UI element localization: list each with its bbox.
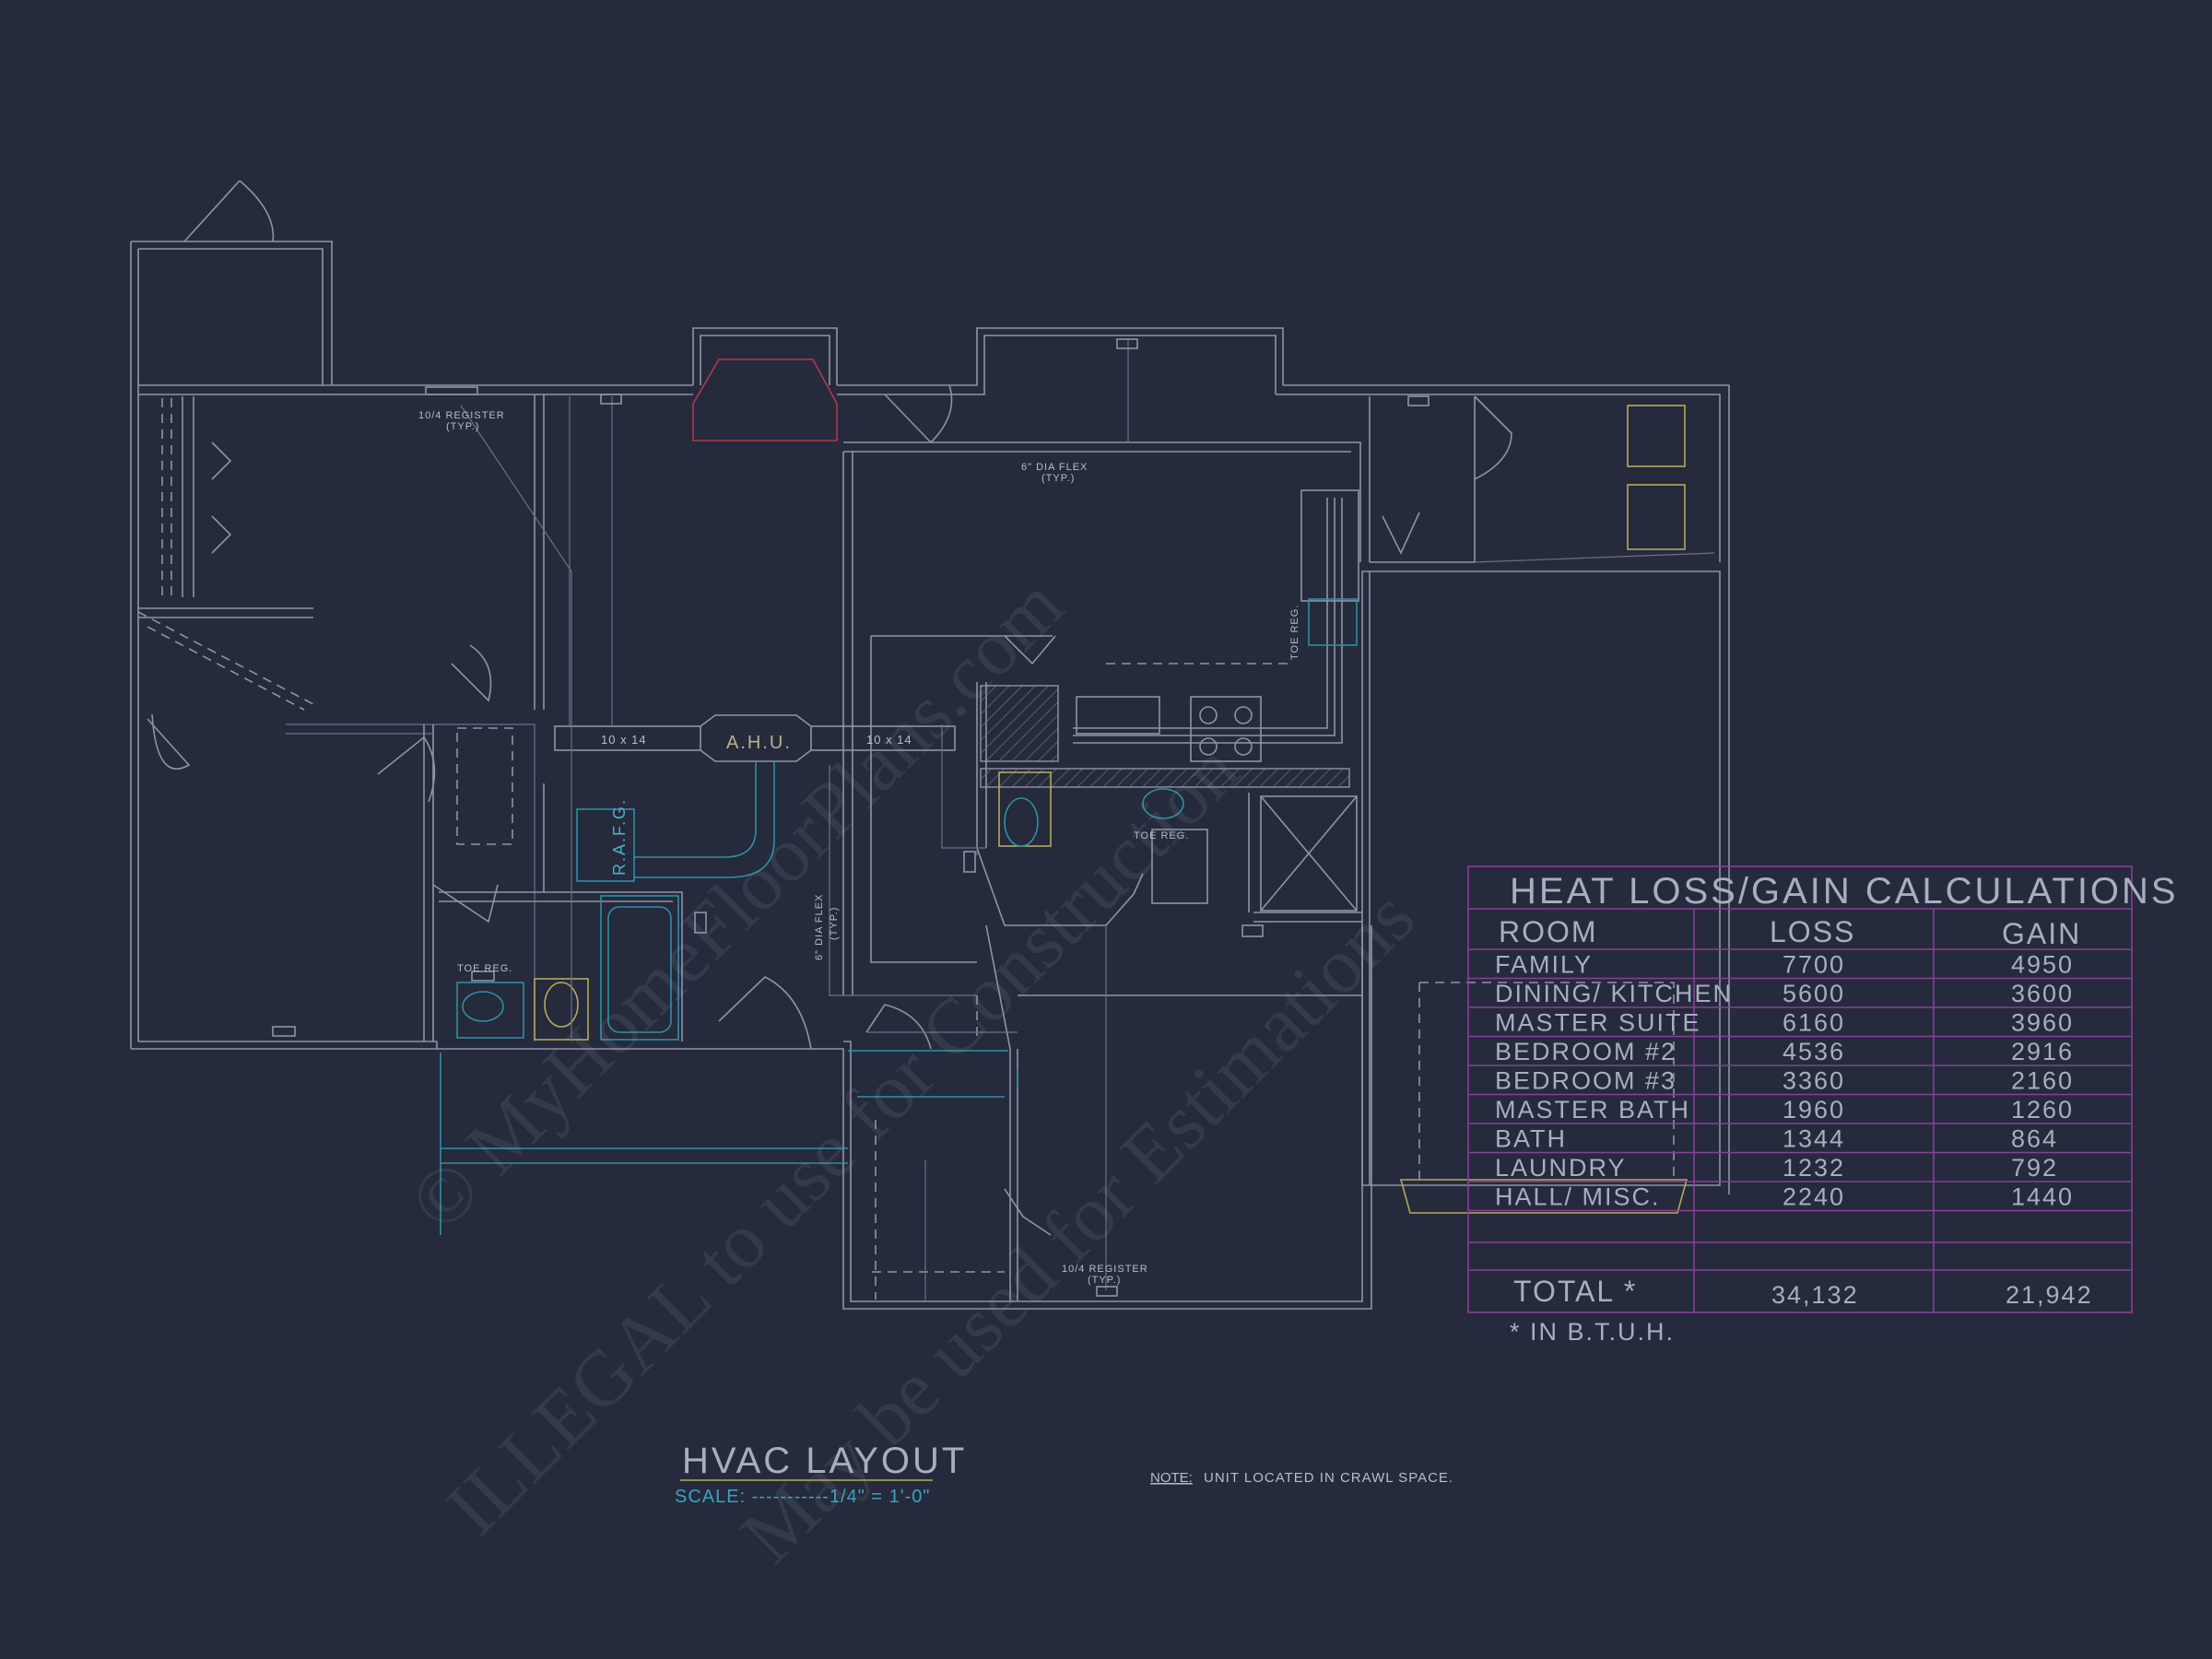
row-room: LAUNDRY xyxy=(1495,1154,1627,1182)
heat-loss-gain-table: HEAT LOSS/GAIN CALCULATIONS ROOM LOSS GA… xyxy=(1467,865,2179,1346)
row-gain: 2160 xyxy=(2011,1067,2074,1095)
kitchen-cabinets xyxy=(980,489,1359,788)
plan-annotations: 10/4 REGISTER (TYP.) 6" DIA FLEX (TYP.) … xyxy=(418,410,1300,1286)
drawing-title-block: HVAC LAYOUT SCALE: -----------1/4" = 1'-… xyxy=(675,1441,1453,1507)
hvac-ducts xyxy=(272,338,1430,1301)
row-loss: 1344 xyxy=(1783,1125,1845,1153)
row-loss: 6160 xyxy=(1783,1009,1845,1037)
row-gain: 3960 xyxy=(2011,1009,2074,1037)
total-gain: 21,942 xyxy=(2006,1281,2093,1309)
supply-duct-left xyxy=(554,725,701,751)
row-room: BATH xyxy=(1495,1125,1567,1153)
row-room: BEDROOM #3 xyxy=(1495,1067,1677,1095)
row-room: HALL/ MISC. xyxy=(1495,1183,1661,1211)
doors xyxy=(147,180,1512,1236)
row-room: MASTER BATH xyxy=(1495,1096,1690,1124)
row-room: BEDROOM #2 xyxy=(1495,1038,1677,1065)
flex-label-vertical-typ: (TYP.) xyxy=(829,907,840,940)
porch-outline xyxy=(1399,1179,1688,1214)
row-gain: 1260 xyxy=(2011,1096,2074,1124)
table-title: HEAT LOSS/GAIN CALCULATIONS xyxy=(1510,871,2179,912)
row-loss: 5600 xyxy=(1783,980,1845,1007)
toe-reg-kitchen: TOE REG. xyxy=(1289,605,1300,660)
register-label-bottom: 10/4 REGISTER xyxy=(1062,1264,1148,1275)
register-label-bottom-typ: (TYP.) xyxy=(1088,1275,1121,1286)
table-footnote: * IN B.T.U.H. xyxy=(1510,1318,1675,1346)
row-room: FAMILY xyxy=(1495,951,1593,979)
watermark-line1: © MyHomeFloorPlans.com xyxy=(393,560,1080,1248)
row-gain: 864 xyxy=(2011,1125,2058,1153)
row-loss: 1960 xyxy=(1783,1096,1845,1124)
row-room: MASTER SUITE xyxy=(1495,1009,1701,1037)
watermark: © MyHomeFloorPlans.com ILLEGAL to use fo… xyxy=(393,560,1431,1580)
duct-size-right: 10 x 14 xyxy=(866,733,912,747)
note-text: UNIT LOCATED IN CRAWL SPACE. xyxy=(1204,1470,1453,1486)
fireplace xyxy=(692,359,838,441)
dashed-overhead-lines xyxy=(137,398,1675,1300)
scale-label: SCALE: -----------1/4" = 1'-0" xyxy=(675,1487,930,1507)
duct-size-left: 10 x 14 xyxy=(601,733,647,747)
ahu-label: A.H.U. xyxy=(726,733,792,753)
row-room: DINING/ KITCHEN xyxy=(1495,980,1733,1007)
row-loss: 3360 xyxy=(1783,1067,1845,1095)
row-gain: 1440 xyxy=(2011,1183,2074,1211)
register-label-top: 10/4 REGISTER xyxy=(418,410,505,421)
exterior-walls xyxy=(130,241,1730,1310)
total-loss: 34,132 xyxy=(1771,1281,1859,1309)
toe-reg-bath: TOE REG. xyxy=(1134,830,1189,841)
crawl-space-lines xyxy=(440,1050,1018,1235)
row-loss: 7700 xyxy=(1783,951,1845,979)
register-label-top-typ: (TYP.) xyxy=(446,421,479,432)
drawing-title: HVAC LAYOUT xyxy=(682,1441,967,1481)
row-loss: 2240 xyxy=(1783,1183,1845,1211)
total-label: TOTAL * xyxy=(1513,1275,1637,1308)
header-loss: LOSS xyxy=(1770,915,1855,948)
note-label: NOTE: xyxy=(1150,1470,1193,1486)
row-gain: 4950 xyxy=(2011,951,2074,979)
row-loss: 1232 xyxy=(1783,1154,1845,1182)
flex-label-vertical: 6" DIA FLEX xyxy=(814,894,825,960)
supply-duct-right xyxy=(810,725,956,751)
row-gain: 3600 xyxy=(2011,980,2074,1007)
flex-label-top-typ: (TYP.) xyxy=(1041,473,1075,484)
bath-fixtures xyxy=(456,405,1686,1041)
rafg-label: R.A.F.G. xyxy=(610,798,629,876)
flex-label-top: 6" DIA FLEX xyxy=(1021,462,1088,473)
return-duct xyxy=(634,761,775,878)
toe-reg-left: TOE REG. xyxy=(457,963,512,974)
header-room: ROOM xyxy=(1499,915,1598,948)
row-gain: 2916 xyxy=(2011,1038,2074,1065)
row-gain: 792 xyxy=(2011,1154,2058,1182)
header-gain: GAIN xyxy=(2002,917,2081,950)
row-loss: 4536 xyxy=(1783,1038,1845,1065)
